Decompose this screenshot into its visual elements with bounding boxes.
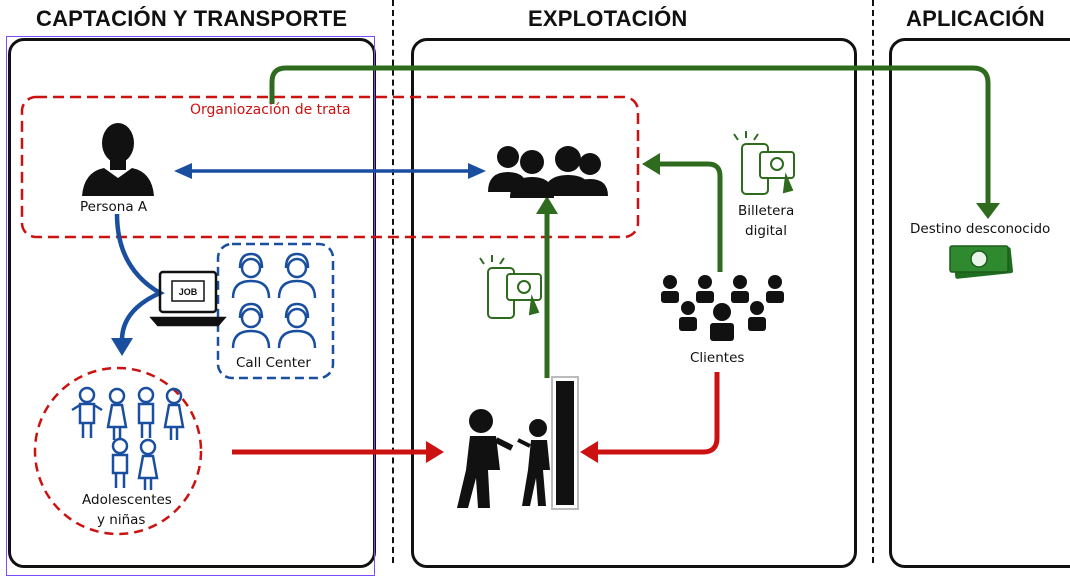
- arrow-red-clientes-victims: [596, 372, 720, 455]
- billetera-digital-icon: [733, 131, 795, 195]
- divider-right: [872, 0, 874, 563]
- victims-door-icon: [457, 376, 579, 510]
- destino-label: Destino desconocido: [910, 221, 1051, 237]
- laptop-job-icon: [149, 270, 227, 327]
- header-captacion: CAPTACIÓN Y TRANSPORTE: [36, 6, 348, 31]
- adolescentes-label-2: y niñas: [97, 512, 146, 528]
- money-bill-icon: [949, 245, 1014, 279]
- call-center-operators-icon: [231, 252, 317, 349]
- clientes-label: Clientes: [690, 350, 745, 366]
- organizacion-box: [20, 95, 640, 239]
- billetera-label-2: digital: [745, 223, 787, 239]
- divider-left: [392, 0, 394, 563]
- phone-payment-icon: [479, 255, 542, 319]
- arrow-green-destino: [269, 65, 991, 205]
- group-people-icon: [488, 146, 608, 198]
- persona-a-label: Persona A: [80, 199, 148, 215]
- call-center-box: [216, 242, 335, 380]
- adolescentes-circle: [33, 366, 203, 536]
- arrow-green-clientes-group: [660, 161, 723, 272]
- adolescentes-label-1: Adolescentes: [82, 492, 172, 508]
- call-center-label: Call Center: [236, 355, 311, 371]
- persona-a-icon: [82, 123, 154, 196]
- header-explotacion: EXPLOTACIÓN: [528, 6, 688, 31]
- children-icon: [71, 386, 185, 490]
- job-sign: JOB: [179, 287, 198, 297]
- organizacion-label: Organiozación de trata: [190, 102, 351, 118]
- billetera-label-1: Billetera: [738, 203, 795, 219]
- diagram-canvas: JOB: [20, 65, 1014, 536]
- header-aplicacion: APLICACIÓN: [906, 6, 1045, 31]
- clientes-icon: [661, 275, 784, 341]
